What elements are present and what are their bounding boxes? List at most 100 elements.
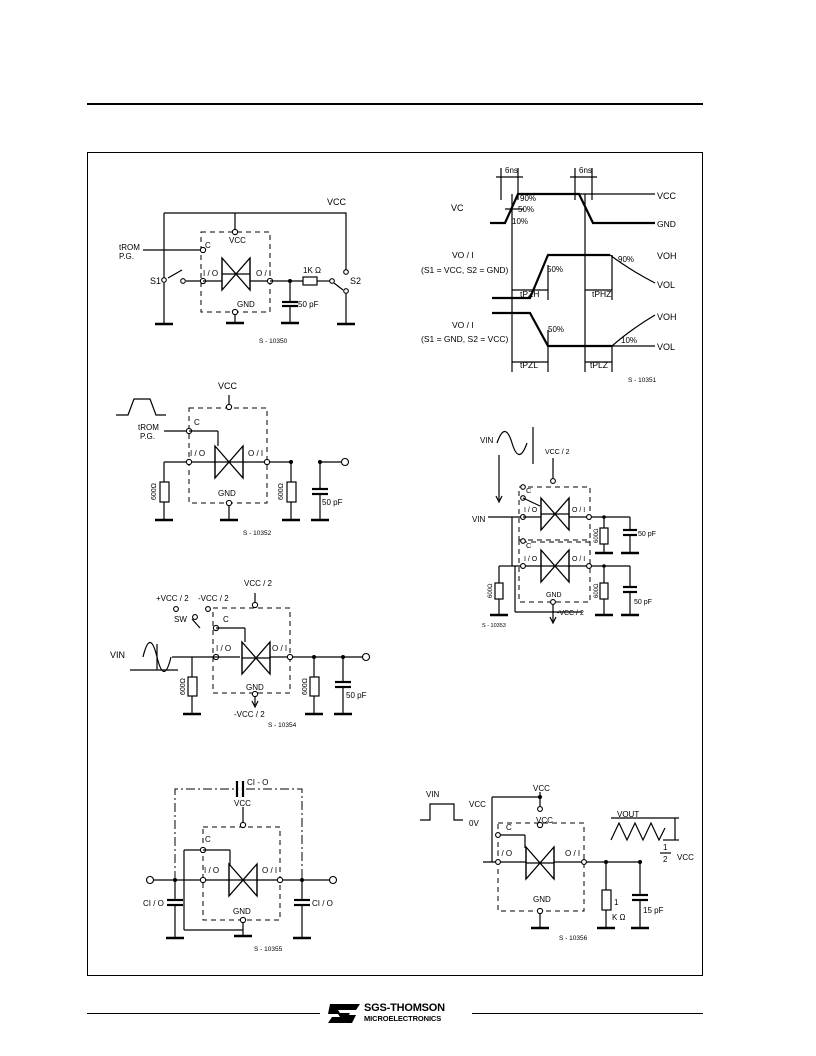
c5-io2-label: I / O [524,556,538,563]
c5-oi1-label: O / I [572,507,585,514]
c4-oi-label: O / I [262,866,277,875]
c6-io-label: I / O [497,849,512,858]
c2-oi-label: O / I [248,449,263,458]
c6-gnd-label: GND [533,895,551,904]
timing-tplz: tPLZ [590,360,608,370]
c3-vin-label: VIN [110,650,125,660]
c4-gnd-label: GND [233,907,251,916]
circuit-s10356: VIN VCC 0V VCC VCC C I / O O / I GND VOU… [420,784,694,942]
timing-voh-1: VOH [657,251,677,261]
footer-brand: SGS-THOMSON [364,1002,445,1014]
timing-diagram-s10351: 6ns 6ns VC 90% 50% 10% VCC GND VO / I (S… [421,166,677,384]
c3-r2-label: 600Ω [302,678,309,695]
circuit-s10355: CI - O VCC C I / O O / I GND CI / O CI /… [143,778,338,953]
c6-half-vcc: VCC [677,853,694,862]
circuit-s10354: VCC / 2 +VCC / 2 -VCC / 2 SW C VIN I / O… [110,579,371,729]
timing-id-label: S - 10351 [628,377,657,384]
c5-vneg-label: -VCC / 2 [557,610,584,617]
c5-c1-label: C [526,486,532,495]
circuit-s10352: VCC C tROM P.G. I / O O / I GND 600Ω 600… [116,381,350,537]
timing-vol-1: VOL [657,280,675,290]
c3-oi-label: O / I [272,644,287,653]
timing-voi-2: VO / I [452,320,474,330]
c4-c-label: C [205,835,211,844]
c2-in-label-2: P.G. [140,432,155,441]
c3-gnd-label: GND [246,683,264,692]
c1-in-label-2: P.G. [119,252,134,261]
c1-in-label: tROM [119,243,140,252]
c5-id-label: S - 10353 [482,623,506,629]
timing-voi-1: VO / I [452,250,474,260]
c6-c-label: C [506,823,512,832]
timing-6ns-left: 6ns [505,166,518,175]
c1-oi-label: O / I [256,269,271,278]
timing-50pct-b: 50% [547,265,563,274]
c6-cap-label: 15 pF [643,906,664,915]
c1-res-label: 1K Ω [303,266,321,275]
c2-vcc-label: VCC [218,381,238,391]
c3-c-label: C [223,615,229,624]
c2-r2-label: 600Ω [278,483,285,500]
c6-vcc-in-label: VCC [469,800,486,809]
c1-io-label: I / O [203,269,218,278]
c5-cap1-label: 50 pF [638,531,656,538]
timing-cond-2: (S1 = GND, S2 = VCC) [421,334,509,344]
c3-io-label: I / O [216,644,231,653]
c6-res-1: 1 [614,898,619,907]
st-logo-icon [328,1004,360,1023]
c1-cap-label: 50 pF [298,300,319,309]
timing-cond-1: (S1 = VCC, S2 = GND) [421,265,509,275]
footer-logo: SGS-THOMSON MICROELECTRONICS [326,1002,466,1026]
c6-half-den: 2 [663,855,668,864]
c4-cio-label: CI - O [247,778,268,787]
c3-id-label: S - 10354 [268,722,297,729]
c3-minus-label: -VCC / 2 [198,594,229,603]
c6-vcc-inner-label: VCC [536,816,553,825]
c2-in-label: tROM [138,423,159,432]
footer-rule-left [87,1013,320,1014]
c5-vin-top: VIN [480,436,494,445]
c4-cap-left-label: CI / O [143,899,164,908]
c5-vin-label: VIN [472,515,486,524]
c1-id-label: S - 10350 [259,338,288,345]
c1-gnd-label: GND [237,300,255,309]
timing-vol-2: VOL [657,342,675,352]
figure-frame [87,152,703,976]
c3-cap-label: 50 pF [346,691,367,700]
c2-gnd-label: GND [218,489,236,498]
footer-sub: MICROELECTRONICS [364,1014,442,1023]
c6-id-label: S - 10356 [559,935,588,942]
c4-id-label: S - 10355 [254,946,283,953]
timing-6ns-right: 6ns [579,166,592,175]
c2-id-label: S - 10352 [243,530,272,537]
c1-vcc-inner-label: VCC [229,236,246,245]
timing-voh-2: VOH [657,312,677,322]
timing-50pct-c: 50% [548,325,564,334]
timing-tpzh: tPZH [520,289,539,299]
timing-10pct-c: 10% [621,336,637,345]
timing-vc-label: VC [451,203,464,213]
c2-r1-label: 600Ω [151,483,158,500]
c4-vcc-label: VCC [234,799,251,808]
timing-vcc-label: VCC [657,191,677,201]
c3-r1-label: 600Ω [180,678,187,695]
c5-oi2-label: O / I [572,556,585,563]
c5-r3-label: 600Ω [594,583,600,598]
c6-vcc-top-label: VCC [533,784,550,793]
c2-cap-label: 50 pF [322,498,343,507]
timing-50pct: 50% [518,205,534,214]
c5-cap2-label: 50 pF [634,599,652,606]
timing-gnd-label: GND [657,219,676,229]
timing-tpzl: tPZL [520,360,538,370]
footer-rule-right [472,1013,703,1014]
c6-zero-label: 0V [469,819,479,828]
c4-io-label: I / O [204,866,219,875]
c6-vout-label: VOUT [617,810,639,819]
c5-gnd-label: GND [546,592,562,599]
timing-10pct: 10% [512,217,528,226]
c1-c-label: C [205,241,211,250]
c6-oi-label: O / I [565,849,580,858]
c6-res-2: K Ω [612,913,626,922]
c1-vcc-label: VCC [327,197,347,207]
